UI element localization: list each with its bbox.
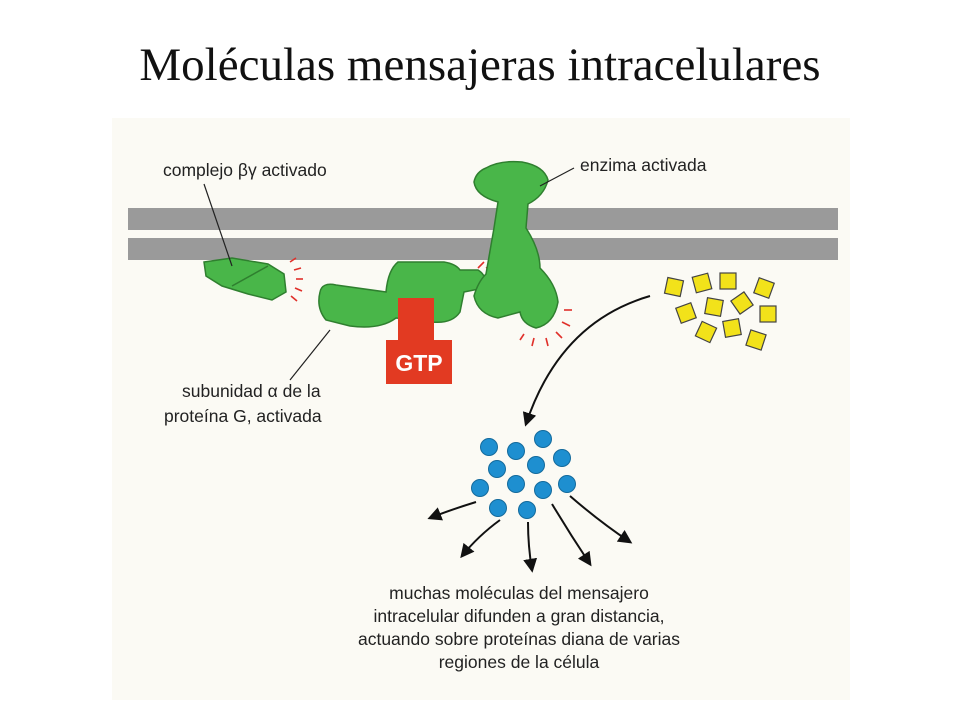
- slide-title: Moléculas mensajeras intracelulares: [139, 39, 821, 91]
- gtp-label: GTP: [395, 350, 442, 376]
- messenger-caption-line3: actuando sobre proteínas diana de varias: [358, 629, 680, 649]
- activated-enzyme: [473, 160, 559, 329]
- messenger-caption-line2: intracelular difunden a gran distancia,: [374, 606, 665, 626]
- gtp-molecule: GTP: [386, 298, 452, 384]
- enzyme-label: enzima activada: [580, 155, 707, 175]
- alpha-label-line2: proteína G, activada: [164, 406, 322, 426]
- messenger-caption: muchas moléculas del mensajero intracelu…: [358, 583, 680, 672]
- beta-gamma-label: complejo βγ activado: [163, 160, 327, 180]
- activation-ticks-beta-gamma: [289, 257, 303, 302]
- diffusion-arrows: [427, 495, 633, 573]
- messenger-caption-line4: regiones de la célula: [439, 652, 600, 672]
- activation-ticks-enzyme: [519, 309, 572, 347]
- messenger-molecules: [471, 430, 576, 519]
- conversion-arrow: [522, 295, 651, 427]
- substrate-molecules: [663, 272, 777, 351]
- cell-membrane: [128, 208, 838, 260]
- alpha-label-line1: subunidad α de la: [182, 381, 321, 401]
- leader-lines: [203, 167, 575, 381]
- messenger-caption-line1: muchas moléculas del mensajero: [389, 583, 649, 603]
- beta-gamma-complex: [203, 257, 287, 301]
